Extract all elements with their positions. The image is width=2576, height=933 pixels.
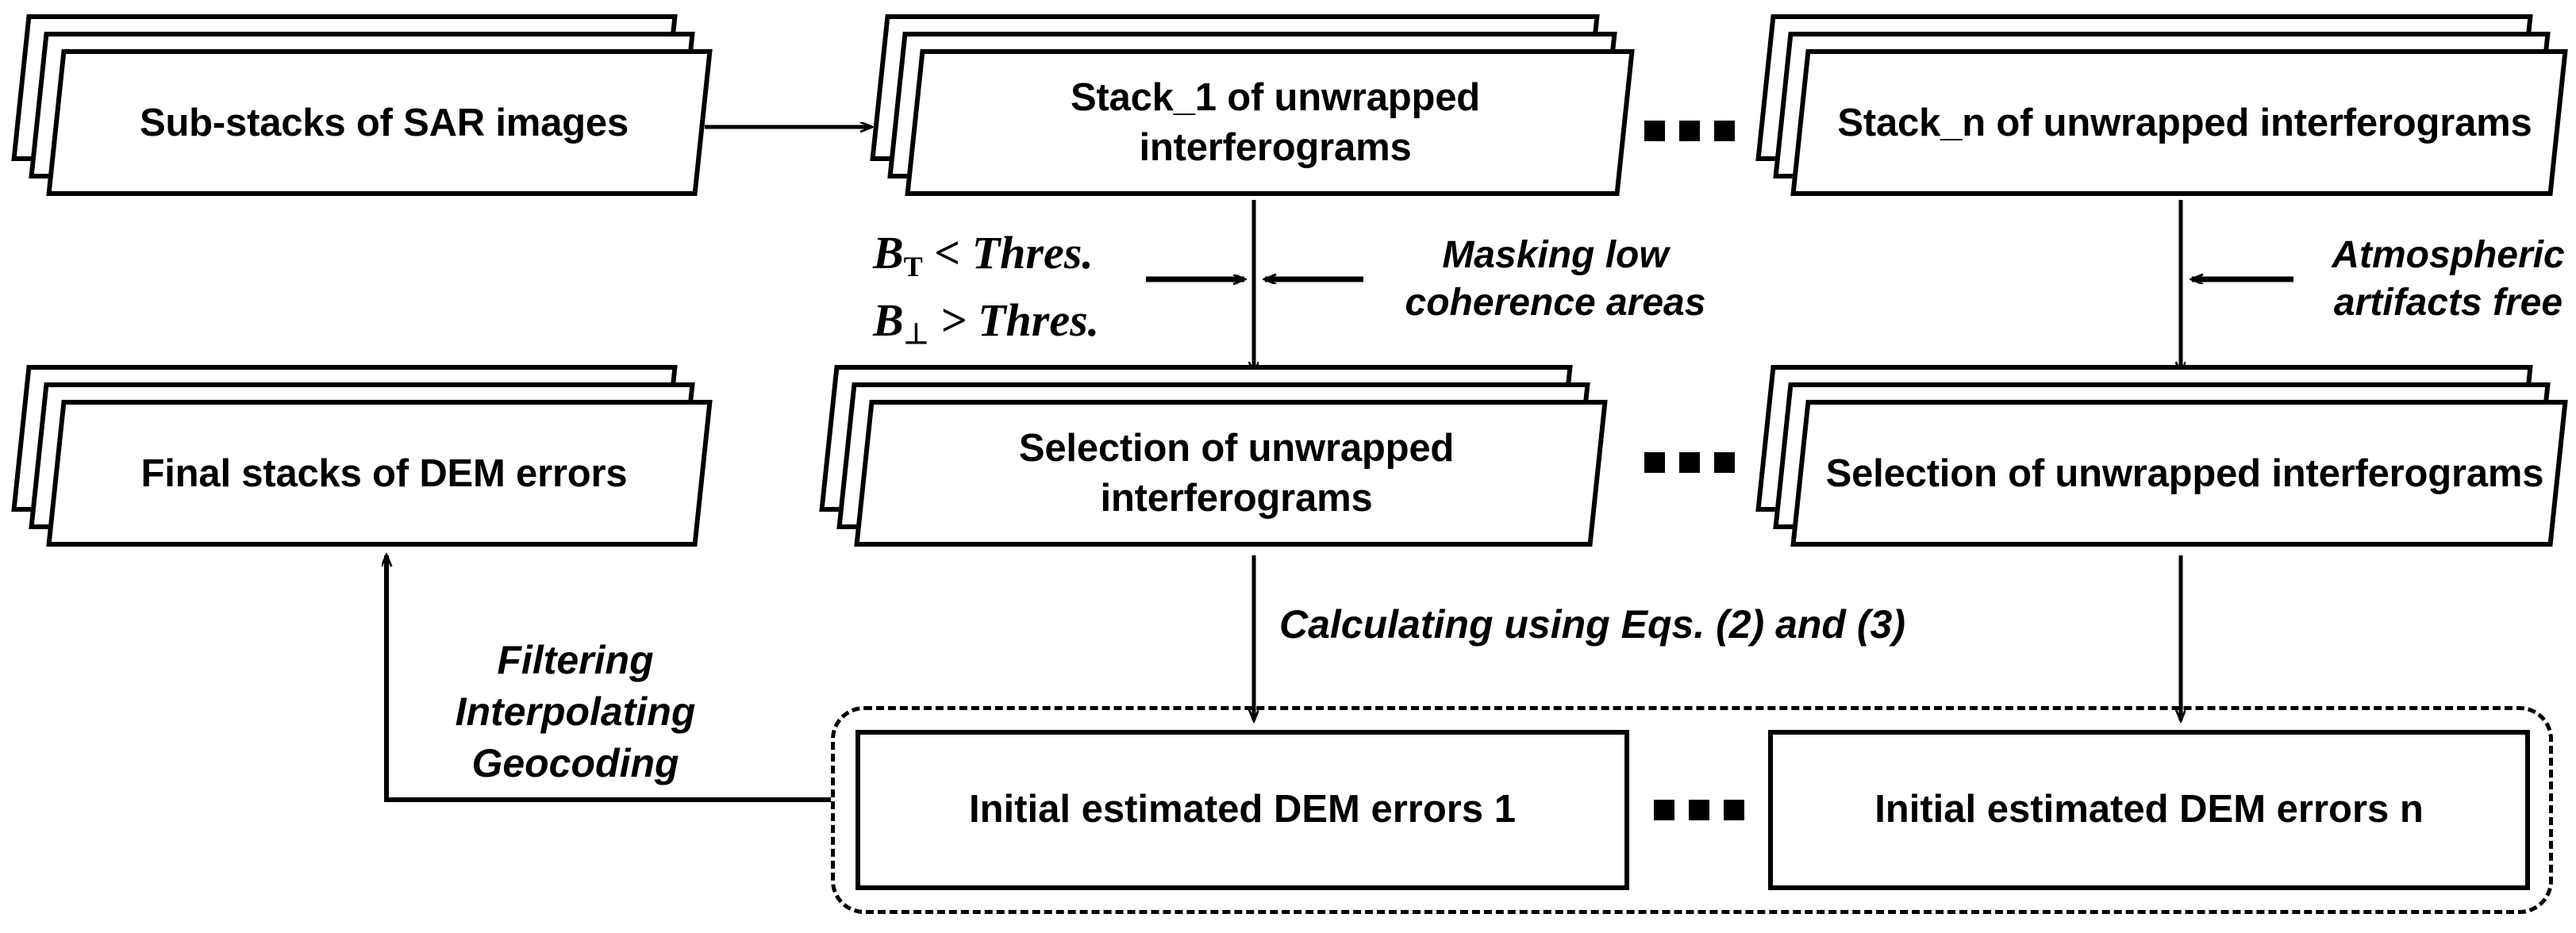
formula-subscript-perp: ⊥ [903, 318, 929, 351]
ellipsis-dot [1724, 800, 1744, 820]
ellipsis-second-row [1644, 452, 1735, 473]
ellipsis-top-row [1644, 121, 1735, 141]
node-initial-estimated-dem-errors-n[interactable]: Initial estimated DEM errors n [1768, 730, 2530, 890]
node-selection-of-unwrapped-interferograms-n[interactable]: Selection of unwrapped interferograms [1755, 365, 2568, 563]
annotation-calculating-using-eqs: Calculating using Eqs. (2) and (3) [1279, 602, 1905, 647]
stack-sheet-front [905, 49, 1635, 196]
node-sub-stacks-of-sar-images[interactable]: Sub-stacks of SAR images [11, 14, 733, 213]
formula-subscript-t: T [903, 251, 923, 283]
node-initial-estimated-dem-errors-1[interactable]: Initial estimated DEM errors 1 [855, 730, 1629, 890]
node-stack-n-of-unwrapped-interferograms[interactable]: Stack_n of unwrapped interferograms [1755, 14, 2568, 213]
stack-sheet-front [854, 400, 1608, 547]
ellipsis-bottom-row [1654, 800, 1744, 820]
ellipsis-dot [1714, 121, 1735, 141]
annotation-masking-low-coherence-areas: Masking low coherence areas [1405, 234, 1706, 324]
formula-relation-perp: > Thres. [940, 294, 1100, 346]
annotation-atmospheric-artifacts-free: Atmospheric artifacts free [2332, 234, 2565, 324]
formula-symbol-b: B [873, 294, 904, 346]
stack-sheet-front [1790, 49, 2568, 196]
stack-sheet-front [46, 49, 713, 196]
dashed-group-initial-dem-errors [831, 706, 2553, 914]
node-final-stacks-of-dem-errors[interactable]: Final stacks of DEM errors [11, 365, 733, 563]
threshold-formula-perpendicular: B⊥ > Thres. [873, 294, 1099, 351]
ellipsis-dot [1714, 452, 1735, 473]
stack-sheet-front [46, 400, 713, 547]
ellipsis-dot [1644, 121, 1665, 141]
formula-relation-t: < Thres. [934, 227, 1094, 278]
formula-symbol-b: B [873, 227, 904, 278]
annotation-filtering-interpolating-geocoding: Filtering Interpolating Geocoding [455, 638, 696, 785]
ellipsis-dot [1689, 800, 1709, 820]
stack-sheet-front [1790, 400, 2568, 547]
ellipsis-dot [1644, 452, 1665, 473]
node-selection-of-unwrapped-interferograms-1[interactable]: Selection of unwrapped interferograms [819, 365, 1628, 563]
node-stack-1-of-unwrapped-interferograms[interactable]: Stack_1 of unwrapped interferograms [870, 14, 1671, 213]
ellipsis-dot [1679, 121, 1700, 141]
ellipsis-dot [1654, 800, 1674, 820]
threshold-formula-temporal: BT < Thres. [873, 226, 1094, 283]
ellipsis-dot [1679, 452, 1700, 473]
